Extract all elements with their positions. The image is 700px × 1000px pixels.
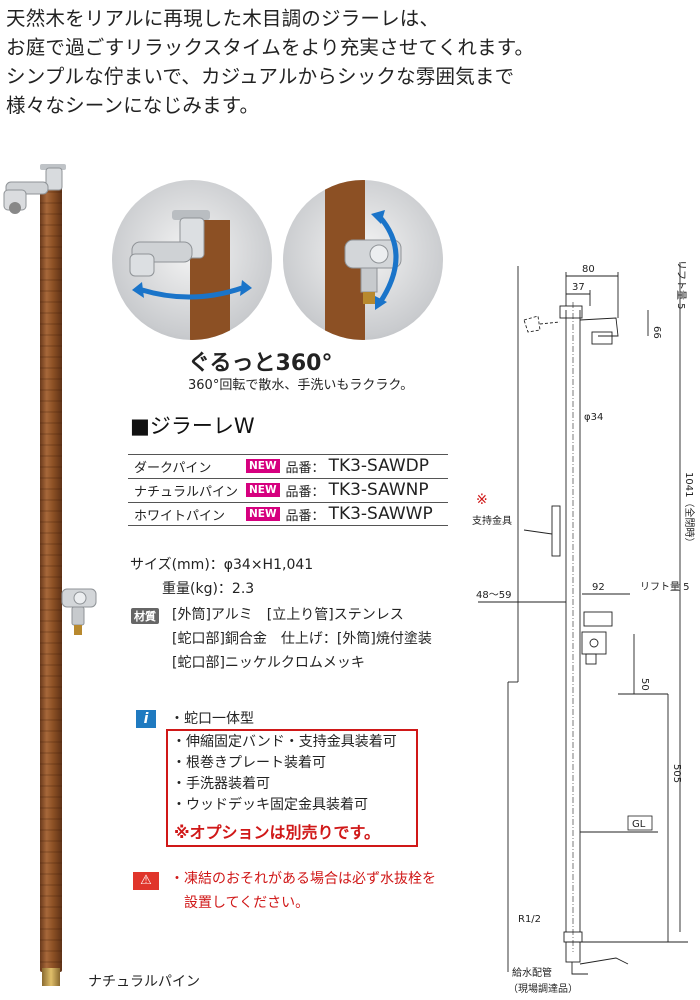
info-icon: i [136, 710, 156, 728]
model-name: ナチュラルパイン [134, 484, 239, 500]
material-badge: 材質 [131, 608, 159, 624]
material-line: [外筒]アルミ [立上り管]ステンレス [172, 607, 404, 623]
pole-caption: ナチュラルパイン [88, 974, 200, 990]
option-item: ・伸縮固定バンド・支持金具装着可 [172, 734, 397, 750]
intro-text: 天然木をリアルに再現した木目調のジラーレは、 お庭で過ごすリラックスタイムをより… [6, 4, 696, 120]
pole-foot-image [42, 968, 60, 986]
spec-size: サイズ(mm)：φ34×H1,041 [130, 557, 314, 573]
pipe-note: （現場調達品） [508, 982, 578, 995]
dim-48-59: 48〜59 [476, 590, 511, 601]
rotation-photo-mid [283, 180, 443, 340]
model-code: TK3-SAWNP [328, 480, 429, 500]
model-row: ダークパイン NEW 品番： TK3-SAWDP [128, 454, 448, 477]
model-code-label: 品番： [285, 484, 325, 500]
dim-66: 66 [651, 326, 662, 339]
dim-phi34: φ34 [584, 412, 603, 423]
rotation-title: ぐるっと360° [188, 351, 333, 376]
dimension-drawing: 80 37 リフト量 5 66 φ34 1041（全閉時） ※ 支持金具 92 … [472, 260, 696, 995]
model-row: ナチュラルパイン NEW 品番： TK3-SAWNP [128, 478, 448, 501]
dim-50: 50 [639, 678, 650, 691]
option-item: ・手洗器装着可 [172, 776, 270, 792]
warning-line: 設置してください。 [170, 895, 310, 911]
model-code: TK3-SAWDP [328, 456, 430, 476]
model-code: TK3-SAWWP [328, 504, 433, 524]
dim-lift-top: リフト量 5 [675, 260, 687, 310]
wood-pole-image [40, 182, 62, 972]
intro-line: お庭で過ごすリラックスタイムをより充実させてくれます。 [6, 36, 535, 59]
model-name: ホワイトパイン [134, 508, 226, 524]
dim-505: 505 [671, 764, 682, 783]
new-badge: NEW [246, 459, 280, 473]
intro-line: 天然木をリアルに再現した木目調のジラーレは、 [6, 7, 440, 30]
material-line: [蛇口部]銅合金 仕上げ：[外筒]焼付塗装 [172, 631, 432, 647]
new-badge: NEW [246, 507, 280, 521]
rotation-subtitle: 360°回転で散水、手洗いもラクラク。 [188, 378, 414, 393]
mid-faucet-image [61, 588, 97, 635]
gl-label: GL [632, 819, 646, 830]
r12-label: R1/2 [518, 914, 541, 925]
intro-line: 様々なシーンになじみます。 [6, 94, 260, 117]
top-faucet-image [3, 164, 66, 214]
spec-weight: 重量(kg)：2.3 [162, 581, 255, 597]
support-label: 支持金具 [472, 514, 512, 527]
warning-icon: ⚠ [133, 872, 159, 890]
model-code-label: 品番： [285, 460, 325, 476]
option-item: ・根巻きプレート装着可 [172, 755, 326, 771]
material-line: [蛇口部]ニッケルクロムメッキ [172, 655, 365, 671]
dim-height: 1041（全閉時） [683, 472, 696, 547]
option-note: ※オプションは別売りです。 [174, 823, 380, 842]
option-item: ・ウッドデッキ固定金具装着可 [172, 797, 368, 813]
wood-grain-overlay [40, 182, 62, 972]
product-title: ■ジラーレW [130, 414, 255, 438]
warning-line: ・凍結のおそれがある場合は必ず水抜栓を [170, 871, 436, 887]
model-row: ホワイトパイン NEW 品番： TK3-SAWWP [128, 502, 448, 526]
pipe-label: 給水配管 [512, 966, 552, 979]
dim-80: 80 [582, 264, 595, 275]
rotation-photo-top [112, 180, 272, 340]
dim-37: 37 [572, 282, 585, 293]
model-name: ダークパイン [134, 460, 212, 476]
support-mark: ※ [476, 492, 488, 508]
new-badge: NEW [246, 483, 280, 497]
dim-lift-mid: リフト量 5 [640, 581, 690, 593]
option-box [166, 729, 418, 847]
model-code-label: 品番： [285, 508, 325, 524]
intro-line: シンプルな佇まいで、カジュアルからシックな雰囲気まで [6, 65, 515, 88]
info-first: ・蛇口一体型 [170, 711, 254, 727]
dim-92: 92 [592, 582, 605, 593]
